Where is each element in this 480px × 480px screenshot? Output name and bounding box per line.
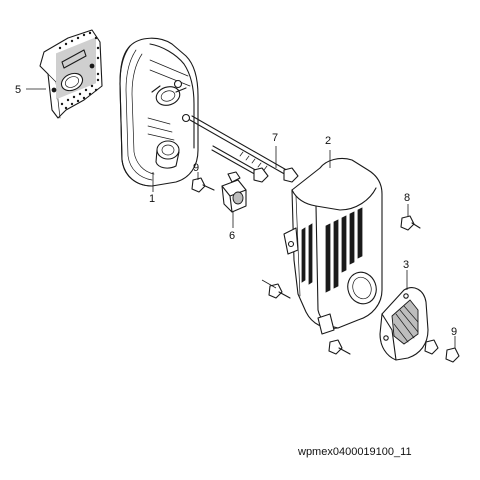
muffler-outlet <box>221 171 247 213</box>
callout-part-1: 1 <box>149 193 155 205</box>
callout-part-5: 5 <box>15 84 21 96</box>
callout-part-3: 3 <box>403 259 409 271</box>
screw-upper <box>400 215 421 231</box>
muffler <box>119 37 199 187</box>
screw-left <box>191 177 215 193</box>
callout-part-6: 6 <box>229 230 235 242</box>
stud-bolts <box>189 115 299 183</box>
callout-part-8: 8 <box>404 192 410 204</box>
drawing-code: wpmex0400019100_11 <box>297 446 412 458</box>
protector-screw-bottom <box>328 339 351 355</box>
spark-arrester <box>379 287 439 361</box>
muffler-gasket-plate <box>39 29 103 119</box>
screw-right <box>445 347 460 363</box>
callout-part-7: 7 <box>272 132 278 144</box>
protector-screw-left <box>261 279 291 299</box>
muffler-protector <box>283 157 383 335</box>
callout-part-2: 2 <box>325 135 331 147</box>
callout-part-9-right: 9 <box>451 326 457 338</box>
callout-part-9-left: 9 <box>193 162 199 174</box>
